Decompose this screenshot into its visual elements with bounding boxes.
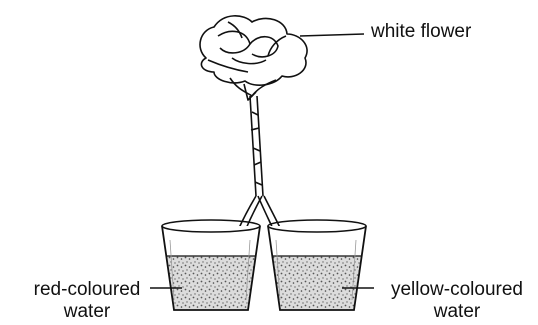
white-flower-label: white flower [371,21,471,43]
red-water [166,256,256,310]
white-flower [200,16,307,100]
beaker-yellow [268,220,366,310]
flower-leader-line [300,34,364,36]
yellow-water [272,256,362,310]
yellow-water-label-line2: water [378,301,536,323]
red-water-label: red-coloured water [12,279,162,323]
beaker-red [162,220,260,310]
yellow-water-label-line1: yellow-coloured [378,279,536,301]
red-water-label-line2: water [12,301,162,323]
yellow-water-label: yellow-coloured water [378,279,536,323]
red-water-label-line1: red-coloured [12,279,162,301]
